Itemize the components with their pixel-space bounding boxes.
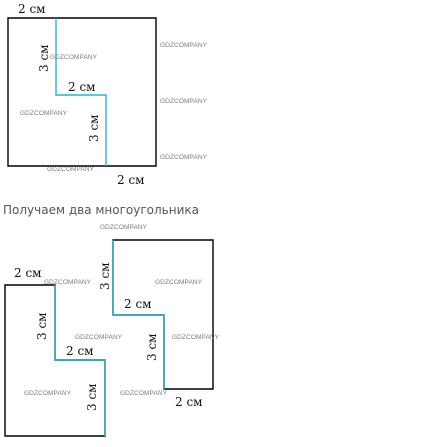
left-height-label: 3 см — [35, 312, 49, 340]
right-mid-width-label: 2 см — [124, 297, 152, 311]
right-bottom-width-label: 2 см — [175, 395, 203, 409]
top-cut-line — [55, 18, 107, 166]
top-figure: 2 см 3 см 2 см 3 см 2 см GDZCOMPANY GDZC… — [7, 2, 208, 187]
top-width-label: 2 см — [18, 2, 46, 16]
watermark-7: GDZCOMPANY — [100, 224, 148, 231]
watermark-2: GDZCOMPANY — [160, 42, 208, 49]
bottom-width-label: 2 см — [117, 173, 145, 187]
watermark-11: GDZCOMPANY — [172, 334, 220, 341]
watermark-6: GDZCOMPANY — [47, 166, 95, 173]
watermark-9: GDZCOMPANY — [155, 279, 203, 286]
middle-height-label: 3 см — [87, 114, 101, 142]
left-mid-width-label: 2 см — [66, 344, 94, 358]
result-caption: Получаем два многоугольника — [3, 203, 199, 217]
right-polygon-cut-edge — [112, 240, 165, 389]
watermark-10: GDZCOMPANY — [75, 334, 123, 341]
right-top-height-label: 3 см — [98, 262, 112, 290]
watermark-3: GDZCOMPANY — [20, 110, 68, 117]
middle-width-label: 2 см — [68, 80, 96, 94]
watermark-13: GDZCOMPANY — [120, 390, 168, 397]
watermark-1: GDZCOMPANY — [50, 54, 98, 61]
left-lower-height-label: 3 см — [85, 383, 99, 411]
bottom-figure: 2 см 3 см 2 см 3 см 3 см 2 см 3 см 2 см … — [4, 224, 220, 437]
top-height-label: 3 см — [37, 44, 51, 72]
watermark-4: GDZCOMPANY — [160, 98, 208, 105]
watermark-5: GDZCOMPANY — [160, 154, 208, 161]
top-square-outline — [7, 17, 157, 167]
watermark-12: GDZCOMPANY — [24, 390, 72, 397]
left-top-width-label: 2 см — [14, 266, 42, 280]
watermark-8: GDZCOMPANY — [44, 279, 92, 286]
left-polygon-cut-edge — [54, 285, 106, 436]
right-mid-height-label: 3 см — [145, 333, 159, 361]
